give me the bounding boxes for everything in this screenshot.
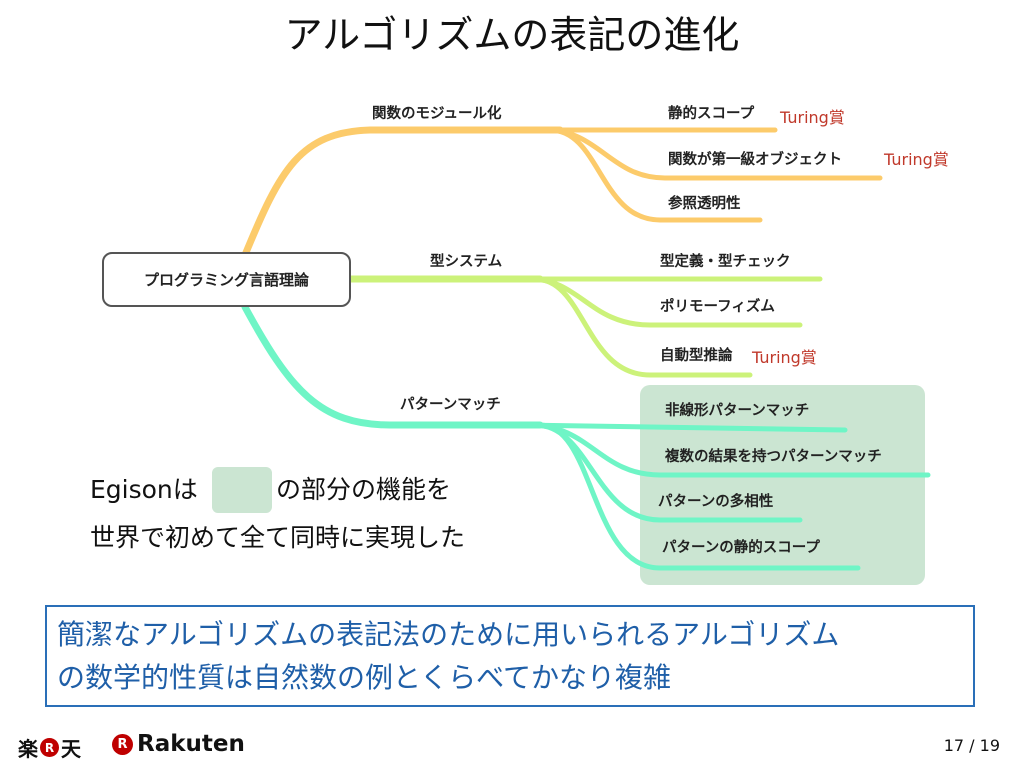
r-logo-icon: R	[40, 738, 59, 757]
leaf-line-type-inference	[532, 276, 753, 378]
branch-line-modularization	[241, 126, 564, 259]
summary-line1: 簡潔なアルゴリズムの表記法のために用いられるアルゴリズム	[57, 618, 840, 651]
logo-jp-tail: 天	[61, 737, 81, 761]
leaf-label-nonlinear: 非線形パターンマッチ	[665, 403, 810, 419]
leaf-label-first-class: 関数が第一級オブジェクト	[668, 152, 842, 168]
highlight-swatch	[212, 467, 272, 513]
branch-label-pattern-match: パターンマッチ	[400, 397, 501, 413]
award-badge: Turing賞	[780, 108, 845, 127]
logo-en-text: Rakuten	[137, 731, 245, 757]
leaf-label-static-scope: 静的スコープ	[668, 106, 755, 122]
mindmap-lines	[241, 126, 931, 571]
award-badge: Turing賞	[884, 150, 949, 169]
rakuten-logo-en: R Rakuten	[112, 731, 245, 757]
leaf-label-referential: 参照透明性	[668, 196, 741, 212]
summary-box: 簡潔なアルゴリズムの表記法のために用いられるアルゴリズム の数学的性質は自然数の…	[45, 605, 975, 707]
branch-label-modularization: 関数のモジュール化	[372, 106, 502, 122]
award-badge: Turing賞	[752, 348, 817, 367]
leaf-line-referential	[547, 127, 763, 223]
leaf-line-pattern-scope	[537, 422, 861, 571]
root-node: プログラミング言語理論	[102, 252, 351, 307]
claim-line1-pre: Egisonは	[90, 475, 198, 504]
leaf-label-polymorphism: ポリモーフィズム	[660, 299, 775, 315]
logo-jp-char: 楽	[18, 737, 38, 761]
leaf-label-pattern-scope: パターンの静的スコープ	[662, 540, 820, 556]
rakuten-logo-jp: 楽 R 天	[18, 733, 81, 762]
leaf-label-polymorph-pattern: パターンの多相性	[658, 494, 774, 510]
highlight-box	[640, 385, 925, 585]
leaf-line-nonlinear	[517, 422, 848, 433]
summary-line2: の数学的性質は自然数の例とくらべてかなり複雑	[57, 661, 672, 694]
r-logo-icon: R	[112, 733, 133, 755]
claim-line2: 世界で初めて全て同時に実現した	[90, 523, 466, 552]
branch-label-type-system: 型システム	[430, 254, 503, 270]
page-number: 17 / 19	[943, 736, 1000, 755]
leaf-label-type-def: 型定義・型チェック	[660, 254, 791, 270]
claim-line1-post: の部分の機能を	[276, 475, 452, 504]
slide-title: アルゴリズムの表記の進化	[284, 13, 740, 57]
leaf-label-multi-result: 複数の結果を持つパターンマッチ	[665, 449, 882, 465]
leaf-label-type-inference: 自動型推論	[660, 348, 733, 364]
branch-line-pattern-match	[241, 303, 544, 429]
